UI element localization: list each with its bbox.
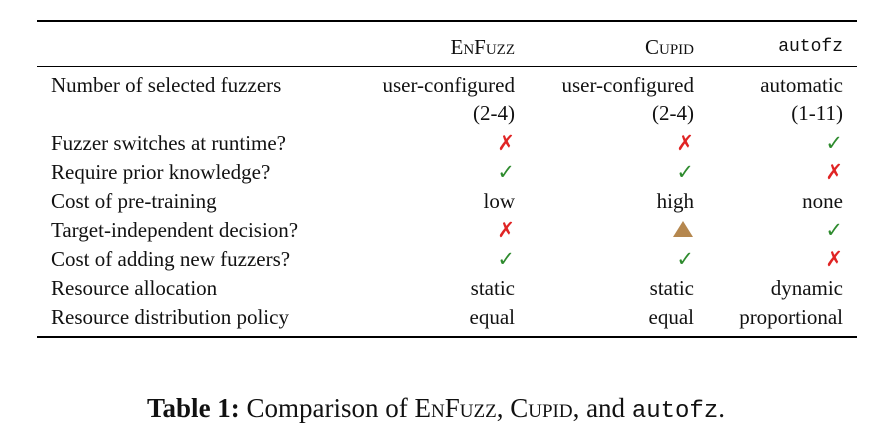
caption-autofz: autofz: [631, 398, 719, 425]
table-cell-line2: (2-4): [473, 101, 515, 125]
check-icon: ✓: [676, 160, 694, 184]
check-icon: ✓: [825, 218, 843, 242]
check-icon: ✓: [497, 160, 515, 184]
cross-icon: ✗: [497, 218, 515, 242]
cross-icon: ✗: [825, 247, 843, 271]
row-label: Cost of adding new fuzzers?: [51, 247, 291, 271]
caption-and: , and: [572, 393, 632, 423]
bottom-rule: [37, 336, 857, 338]
table-cell-line2: (2-4): [652, 101, 694, 125]
cross-icon: ✗: [497, 131, 515, 155]
column-header-autofz: autofz: [778, 37, 843, 57]
caption-label: Table 1:: [147, 393, 240, 423]
table-cell-line2: (1-11): [791, 101, 843, 125]
table-cell: low: [483, 189, 516, 213]
column-header-enfuzz: EnFuzz: [450, 35, 516, 59]
header-rule: [37, 66, 857, 67]
row-label: Require prior knowledge?: [51, 160, 271, 184]
caption-period: .: [718, 393, 725, 423]
caption-enfuzz: EnFuzz: [414, 393, 497, 423]
top-rule: [37, 20, 857, 22]
row-label: Cost of pre-training: [51, 189, 217, 213]
column-header-cupid: Cupid: [644, 35, 694, 59]
table-cell: equal: [648, 305, 694, 329]
triangle-icon: [672, 217, 694, 243]
table-cell: user-configured: [382, 73, 515, 97]
caption-cupid: Cupid: [510, 393, 573, 423]
row-label: Fuzzer switches at runtime?: [51, 131, 286, 155]
row-label: Resource distribution policy: [51, 305, 289, 329]
table-cell: high: [656, 189, 694, 213]
cross-icon: ✗: [676, 131, 694, 155]
table-cell: dynamic: [770, 276, 843, 300]
check-icon: ✓: [825, 131, 843, 155]
row-label: Number of selected fuzzers: [51, 73, 282, 97]
table-cell: static: [649, 276, 694, 300]
table-cell: proportional: [739, 305, 843, 329]
check-icon: ✓: [497, 247, 515, 271]
table-cell: automatic: [760, 73, 843, 97]
caption-text: Comparison of: [239, 393, 415, 423]
cross-icon: ✗: [825, 160, 843, 184]
row-label: Resource allocation: [51, 276, 218, 300]
row-label: Target-independent decision?: [51, 218, 299, 242]
caption-sep: ,: [496, 393, 511, 423]
table-cell: none: [802, 189, 843, 213]
check-icon: ✓: [676, 247, 694, 271]
table-caption: Table 1: Comparison of EnFuzz, Cupid, an…: [0, 392, 872, 428]
table-cell: user-configured: [561, 73, 694, 97]
table-cell: static: [470, 276, 515, 300]
table-cell: equal: [469, 305, 515, 329]
